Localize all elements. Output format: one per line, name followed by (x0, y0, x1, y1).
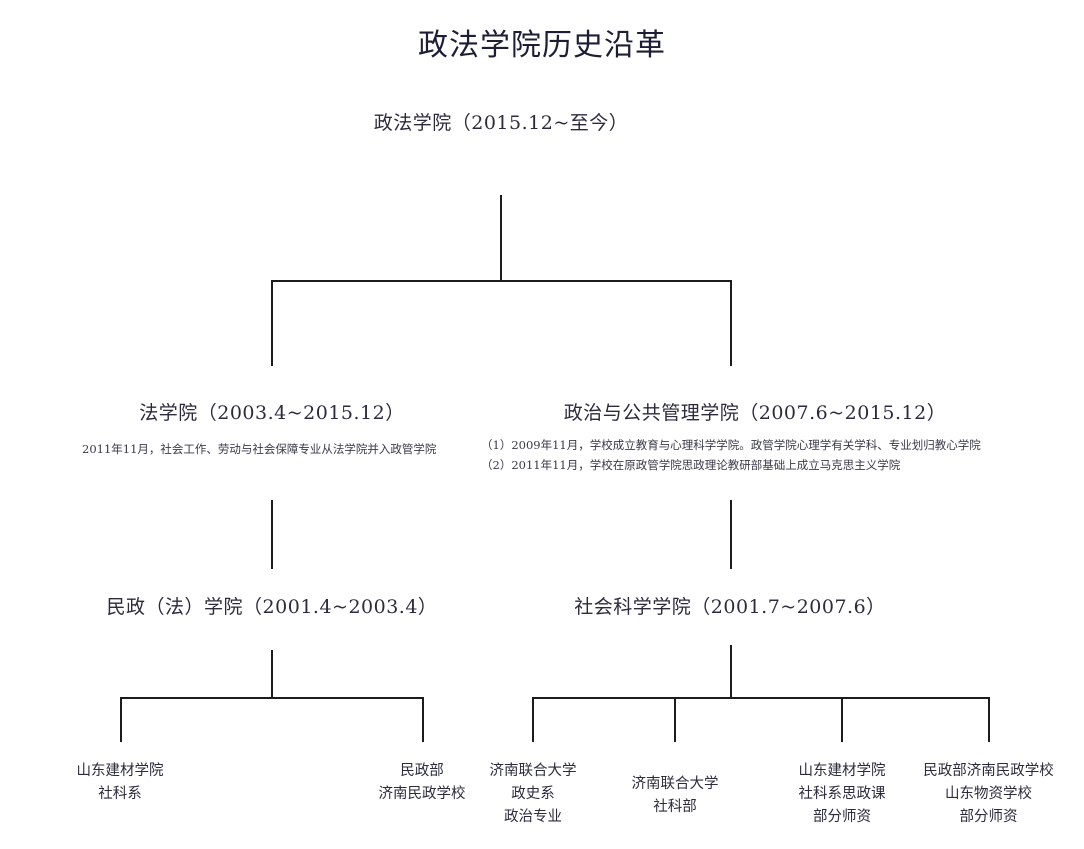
leaf-node-6: 民政部济南民政学校 山东物资学校 部分师资 (906, 760, 1071, 829)
leaf-line: 部分师资 (813, 809, 871, 825)
node-shehui-kexue-xueyuan: 社会科学学院（2001.7~2007.6） (574, 596, 886, 618)
connector-shehuikexue-to-leaf-5 (841, 697, 843, 742)
leaf-node-1: 山东建材学院 社科系 (40, 760, 200, 806)
leaf-line: 社科系 (98, 786, 142, 802)
connector-root-to-faxue (271, 280, 273, 366)
leaf-line: 济南联合大学 (631, 776, 719, 792)
leaf-line: 部分师资 (959, 809, 1018, 825)
connector-shehuikexue-to-leaf-3 (532, 697, 534, 742)
leaf-line: 山东建材学院 (798, 763, 886, 779)
leaf-node-2: 民政部 济南民政学校 (342, 760, 502, 806)
connector-zhengguan-to-shehuikexue (730, 500, 732, 569)
note-faxue-1: 2011年11月，社会工作、劳动与社会保障专业从法学院并入政管学院 (82, 442, 437, 456)
leaf-line: 民政部济南民政学校 (923, 763, 1054, 779)
leaf-line: 政治专业 (504, 809, 562, 825)
connector-shehuikexue-bar (532, 697, 990, 699)
node-faxue-xueyuan: 法学院（2003.4~2015.12） (139, 402, 405, 424)
connector-root-to-zhengguan (730, 280, 732, 366)
connector-minzheng-to-leaf-2 (422, 697, 424, 742)
leaf-line: 社科部 (653, 799, 697, 815)
leaf-node-3: 济南联合大学 政史系 政治专业 (453, 760, 613, 829)
leaf-line: 山东建材学院 (76, 763, 164, 779)
leaf-line: 济南联合大学 (489, 763, 577, 779)
connector-faxue-to-minzheng (271, 500, 273, 569)
connector-shehuikexue-to-leaf-4 (674, 697, 676, 742)
leaf-line: 济南民政学校 (378, 786, 466, 802)
note-zhengguan-1: （1）2009年11月，学校成立教育与心理科学学院。政管学院心理学有关学科、专业… (481, 438, 981, 452)
connector-root-bar (271, 280, 732, 282)
leaf-node-5: 山东建材学院 社科系思政课 部分师资 (762, 760, 922, 829)
connector-root-stem (500, 195, 502, 281)
leaf-line: 政史系 (511, 786, 555, 802)
leaf-line: 山东物资学校 (945, 786, 1032, 802)
leaf-line: 民政部 (400, 763, 444, 779)
connector-minzheng-stem (271, 650, 273, 698)
leaf-line: 社科系思政课 (798, 786, 886, 802)
node-zhengzhi-gonggong-guanli-xueyuan: 政治与公共管理学院（2007.6~2015.12） (563, 402, 947, 424)
node-zhengfa-xueyuan: 政法学院（2015.12~至今） (373, 112, 629, 134)
note-zhengguan-2: （2）2011年11月，学校在原政管学院思政理论教研部基础上成立马克思主义学院 (481, 458, 901, 472)
connector-minzheng-bar (120, 697, 424, 699)
page-title: 政法学院历史沿革 (418, 28, 666, 63)
node-minzheng-fa-xueyuan: 民政（法）学院（2001.4~2003.4） (106, 596, 438, 618)
leaf-node-4: 济南联合大学 社科部 (595, 773, 755, 819)
connector-shehuikexue-to-leaf-6 (988, 697, 990, 742)
connector-minzheng-to-leaf-1 (120, 697, 122, 742)
connector-shehuikexue-stem (730, 645, 732, 698)
